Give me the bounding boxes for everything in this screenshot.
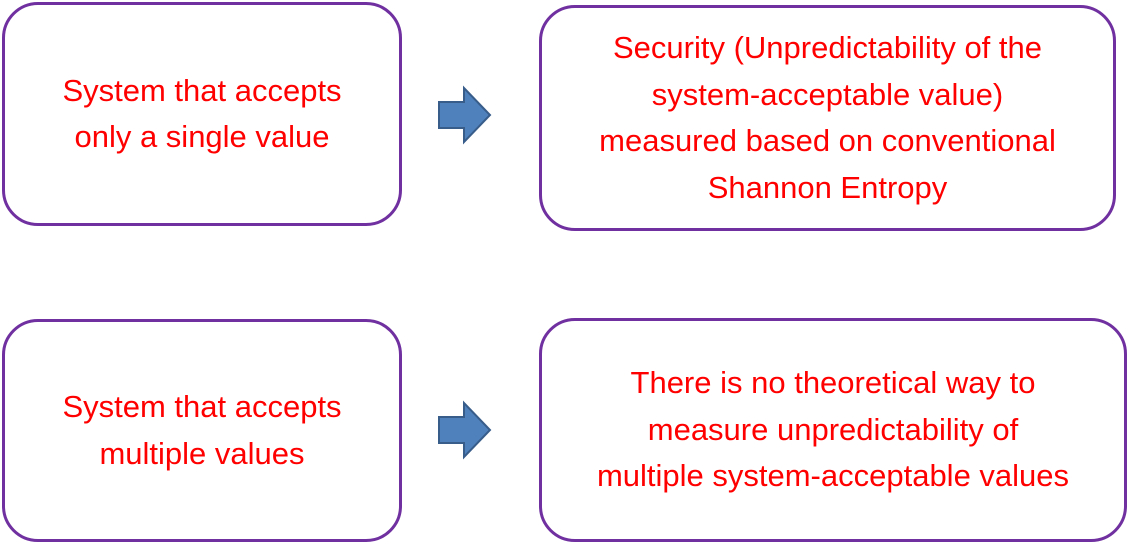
security-measurement-line-2: system-acceptable value) bbox=[651, 76, 1004, 112]
no-theoretical-way-text: There is no theoretical way to measure u… bbox=[597, 360, 1069, 500]
multiple-values-system-line-2: multiple values bbox=[99, 435, 305, 471]
security-measurement-box: Security (Unpredictability of the system… bbox=[539, 5, 1116, 231]
multiple-values-system-box: System that accepts multiple values bbox=[2, 319, 402, 542]
no-theoretical-way-line-3: multiple system-acceptable values bbox=[596, 458, 1070, 494]
no-theoretical-way-line-1: There is no theoretical way to bbox=[630, 365, 1036, 401]
right-arrow-icon bbox=[438, 400, 492, 460]
security-measurement-line-4: Shannon Entropy bbox=[707, 169, 948, 205]
multiple-values-system-line-1: System that accepts bbox=[62, 389, 342, 424]
no-theoretical-way-line-2: measure unpredictability of bbox=[647, 411, 1019, 447]
security-measurement-line-3: measured based on conventional bbox=[599, 123, 1056, 158]
security-measurement-line-1: Security (Unpredictability of the bbox=[612, 30, 1043, 65]
single-value-system-box: System that accepts only a single value bbox=[2, 2, 402, 226]
multiple-values-system-text: System that accepts multiple values bbox=[62, 384, 341, 477]
single-value-system-line-2: only a single value bbox=[74, 119, 330, 154]
no-theoretical-way-box: There is no theoretical way to measure u… bbox=[539, 318, 1127, 542]
single-value-system-text: System that accepts only a single value bbox=[62, 68, 341, 161]
right-arrow-icon bbox=[438, 85, 492, 145]
security-measurement-text: Security (Unpredictability of the system… bbox=[599, 25, 1056, 211]
single-value-system-line-1: System that accepts bbox=[62, 72, 342, 108]
